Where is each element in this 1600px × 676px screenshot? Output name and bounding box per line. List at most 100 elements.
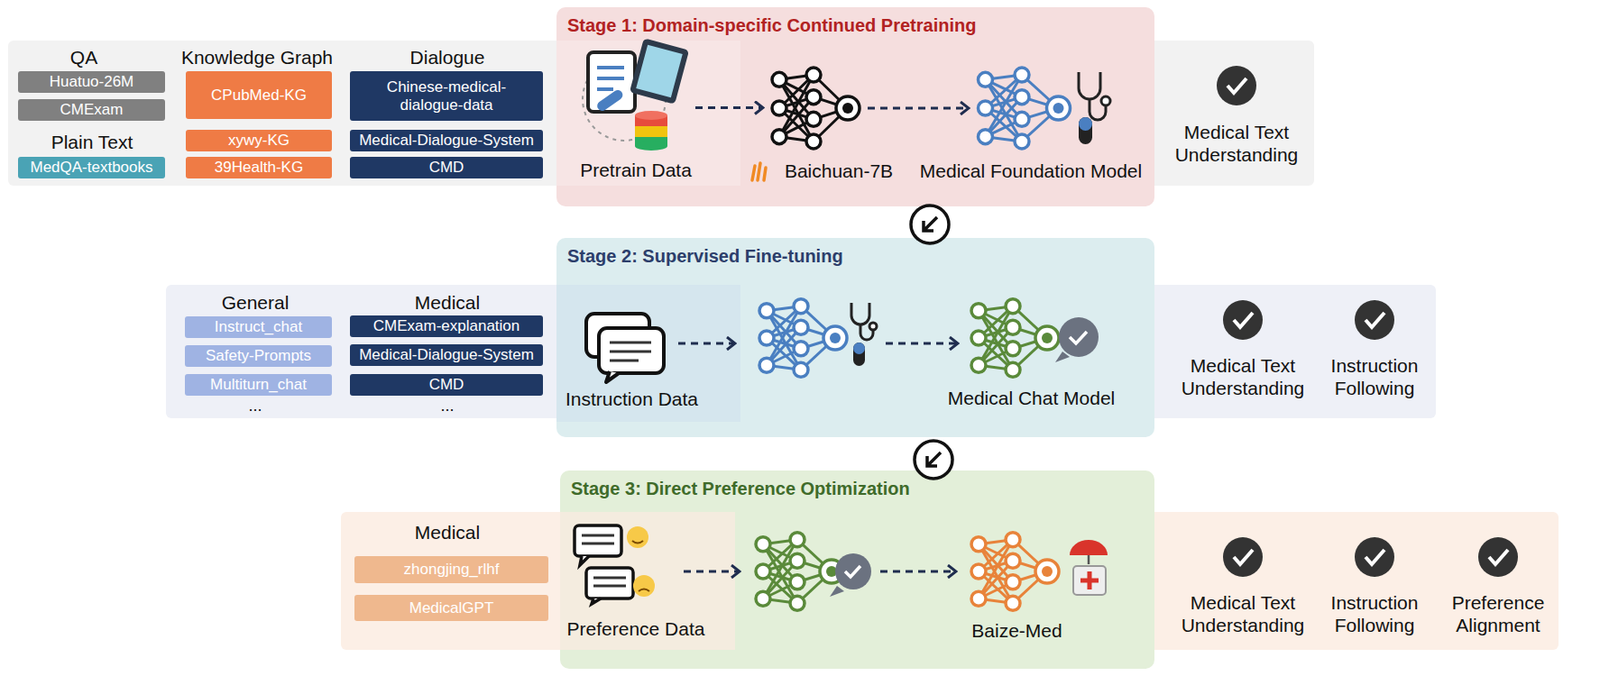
pretrain-data-icon [582, 37, 690, 151]
model-caption: Baichuan-7B [784, 160, 893, 183]
network-link [985, 74, 1023, 109]
bubble-check [1069, 331, 1087, 344]
database-layer [634, 137, 668, 147]
network-link [985, 108, 1023, 142]
dataset-panel [8, 40, 568, 186]
network-link [978, 571, 1013, 583]
network-output-core [1041, 332, 1053, 344]
network-link [978, 544, 1013, 583]
network-node [971, 591, 986, 607]
check-mark [1233, 312, 1253, 328]
network-node [793, 362, 809, 378]
baichuan-logo [752, 163, 766, 181]
dataset-pill: Instruct_chat [184, 316, 332, 339]
network-node [978, 129, 994, 145]
check-icons [1216, 65, 1518, 578]
check-icon [1222, 300, 1263, 341]
check-mark [1489, 550, 1509, 565]
capability-label: Instruction Following [1315, 354, 1434, 400]
ellipsis-mark: ... [440, 396, 454, 417]
transition-circle [914, 441, 953, 479]
dataset-pill: Huatuo-26M [18, 71, 166, 93]
chat-lines [581, 535, 615, 544]
check-mark [1227, 78, 1247, 93]
stethoscope-tube [860, 324, 874, 341]
bubble-tail [1055, 351, 1070, 363]
document-lines [597, 67, 625, 90]
network-link [779, 119, 814, 137]
bubble-check [845, 566, 861, 578]
network-node [759, 358, 774, 373]
network-link [1012, 571, 1048, 604]
check-icon [1222, 537, 1263, 578]
network-link [978, 540, 1013, 600]
network-link [813, 108, 848, 142]
capability-label: Medical Text Understanding [1175, 354, 1311, 400]
dataset-name: zhongjing_rlhf [404, 560, 500, 580]
network-link [978, 306, 1013, 339]
column-heading: Knowledge Graph [181, 45, 333, 69]
network-link [779, 137, 814, 142]
network-link [800, 327, 836, 339]
network-icon [772, 67, 860, 149]
network-node [790, 596, 805, 611]
dataset-name: 39Health-KG [214, 158, 304, 177]
bubble-tail [829, 586, 845, 598]
dataset-panel [340, 512, 571, 651]
model-icon: Medical Foundation Model [974, 64, 1108, 152]
stethoscope-head [1101, 96, 1111, 106]
check-bubble [1055, 317, 1099, 363]
network-link [797, 571, 832, 604]
network-link [800, 338, 836, 370]
dataset-pill: CMD [349, 374, 543, 396]
bubble-tail [579, 556, 589, 566]
dataset-name: Instruct_chat [214, 318, 303, 337]
column-heading: QA [70, 45, 98, 69]
check-mark [1233, 550, 1253, 565]
network-link [978, 540, 1013, 572]
network-node [1014, 67, 1030, 83]
network-node [772, 72, 787, 87]
network-link [763, 544, 798, 605]
network-link [1012, 327, 1048, 339]
network-icons [755, 67, 1071, 611]
dashed-arrow [880, 570, 957, 574]
network-icon [759, 299, 847, 378]
network-link [766, 365, 801, 370]
network-icon [971, 533, 1059, 612]
network-output-core [842, 102, 854, 114]
capsule [1078, 117, 1093, 145]
column-heading: Medical [414, 521, 480, 544]
dataset-pill: 39Health-KG [185, 156, 332, 179]
column-heading: General [221, 291, 290, 314]
bubble [835, 553, 872, 590]
capability-panel [1143, 512, 1559, 651]
dataset-name: CMD [429, 376, 465, 395]
stethoscope-tube [1078, 72, 1101, 100]
stage-title: Stage 2: Supervised Fine-tuning [567, 246, 844, 267]
network-node [1005, 320, 1021, 335]
network-link [763, 544, 798, 583]
check-mark [1365, 312, 1385, 328]
stage-title: Stage 3: Direct Preference Optimization [570, 478, 911, 500]
dataset-pill: xywy-KG [185, 129, 332, 152]
check-icon [1478, 537, 1518, 578]
network-node [793, 320, 809, 335]
dataset-pill: CMD [349, 156, 543, 179]
column-heading: Plain Text [51, 130, 134, 154]
umbrella-stick [1087, 555, 1091, 565]
network-link [800, 306, 836, 339]
emoji-mouth [638, 589, 650, 593]
network-link [763, 582, 798, 599]
data-region [556, 40, 741, 186]
kit-box [1073, 566, 1106, 596]
network-link [978, 338, 1013, 350]
stage-transition-icon [910, 205, 949, 244]
model-icon: Pretrain Data [581, 40, 690, 151]
pill-shape [595, 88, 626, 113]
column-heading: Dialogue [410, 45, 486, 69]
dataset-name: Chinese-medical-dialogue-data [355, 78, 538, 114]
dataset-pill: MedicalGPT [354, 595, 549, 622]
network-output [1035, 326, 1059, 350]
dataset-pill: Medical-Dialogue-System [349, 344, 543, 367]
